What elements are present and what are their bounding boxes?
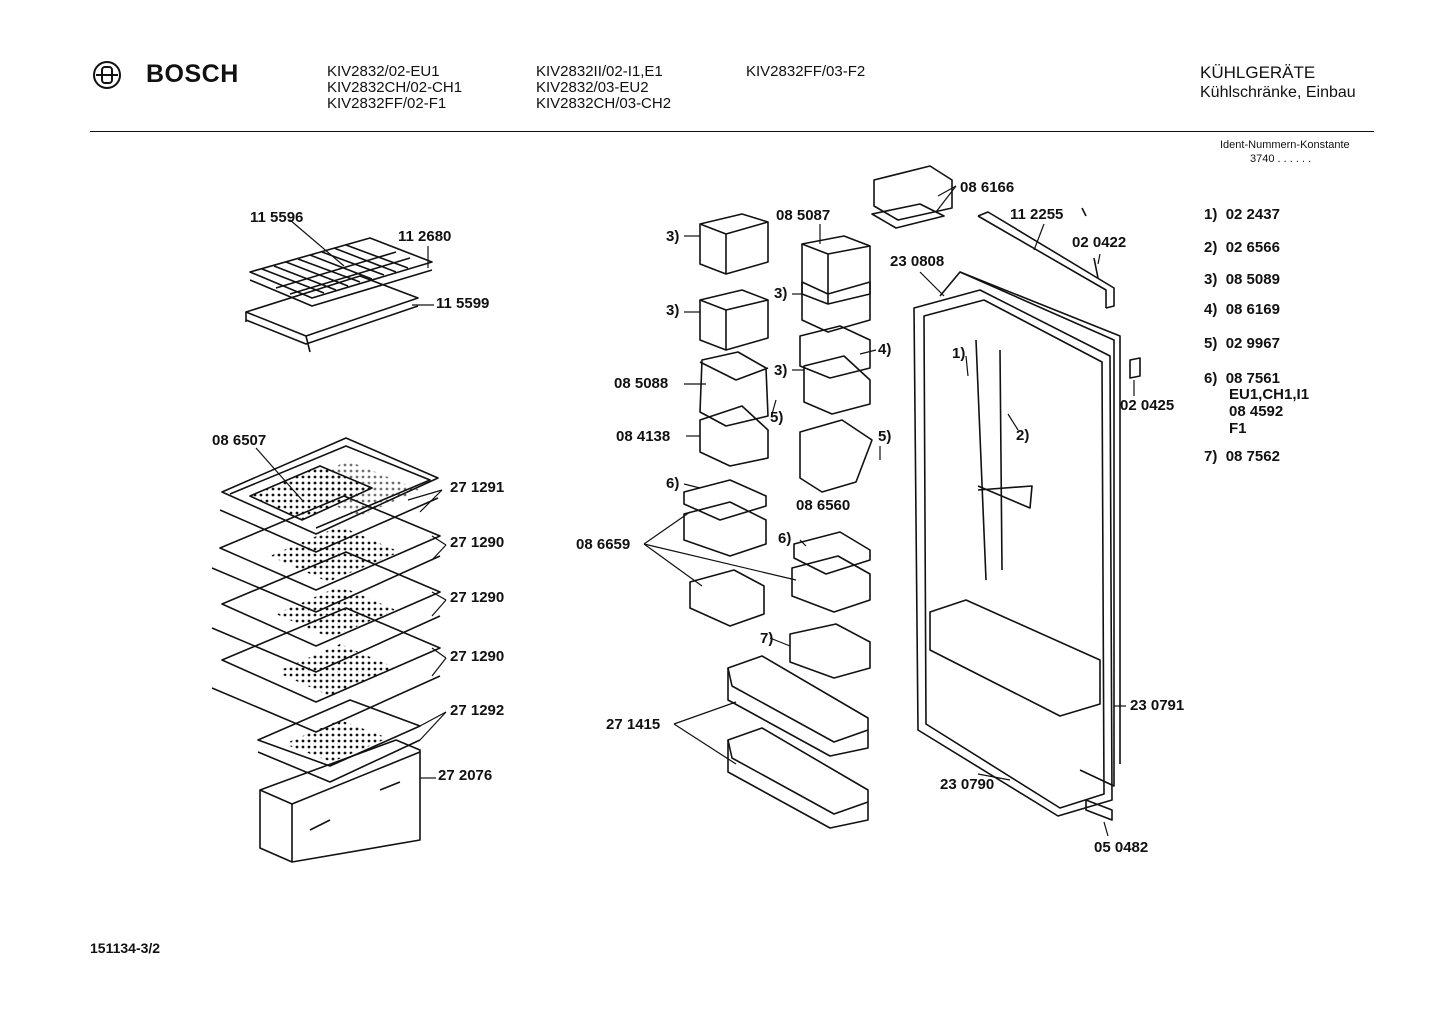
- legend-key: 2): [1204, 239, 1218, 256]
- legend-item: 7) 08 7562: [1204, 448, 1280, 465]
- part-number-label: 11 2680: [398, 228, 452, 245]
- legend-item: 4) 08 6169: [1204, 301, 1280, 318]
- legend-item: 1) 02 2437: [1204, 206, 1280, 223]
- wire-shelf-icon: [246, 238, 432, 352]
- legend-value: 08 4592: [1229, 403, 1284, 420]
- door-liner-icon: [914, 208, 1140, 820]
- part-number-label: 27 1415: [606, 716, 661, 733]
- model-list-2: KIV2832II/02-I1,E1 KIV2832/03-EU2 KIV283…: [536, 64, 671, 112]
- legend-key: 5): [1204, 335, 1218, 352]
- model-code: KIV2832FF/02-F1: [327, 95, 447, 112]
- door-bin-icon: [684, 166, 952, 828]
- model-list-1: KIV2832/02-EU1 KIV2832CH/02-CH1 KIV2832F…: [327, 64, 462, 112]
- model-code: KIV2832FF/03-F2: [746, 63, 866, 80]
- category-subtitle: Kühlschränke, Einbau: [1200, 84, 1356, 101]
- part-number-label: 27 1291: [450, 479, 505, 496]
- model-code: KIV2832/03-EU2: [536, 79, 649, 96]
- part-number-label: 11 5599: [436, 295, 490, 312]
- legend-key: 1): [1204, 206, 1218, 223]
- legend-key: 3): [1204, 271, 1218, 288]
- ident-value: 3740 . . . . . .: [1250, 153, 1312, 165]
- reference-marker: 7): [760, 630, 774, 647]
- part-number-label: 27 1290: [450, 589, 505, 606]
- legend-value: 08 7562: [1225, 448, 1280, 465]
- part-number-label: 27 2076: [438, 767, 493, 784]
- legend-value: 08 6169: [1225, 301, 1280, 318]
- part-number-label: 23 0791: [1130, 697, 1185, 714]
- legend-value: 08 5089: [1225, 271, 1280, 288]
- document-id: 151134-3/2: [90, 940, 161, 956]
- header-rule: [90, 131, 1374, 132]
- part-number-label: 11 2255: [1010, 206, 1064, 223]
- legend-item: 2) 02 6566: [1204, 239, 1280, 256]
- part-number-label: 23 0808: [890, 253, 945, 270]
- model-code: KIV2832CH/03-CH2: [536, 95, 672, 112]
- category-title: KÜHLGERÄTE: [1200, 63, 1316, 82]
- model-code: KIV2832II/02-I1,E1: [536, 63, 663, 80]
- legend-item: 6) 08 7561: [1204, 370, 1280, 387]
- reference-marker: 5): [770, 409, 784, 426]
- legend-value: EU1,CH1,I1: [1229, 386, 1310, 403]
- legend-item: 3) 08 5089: [1204, 271, 1280, 288]
- part-number-label: 02 0422: [1072, 234, 1127, 251]
- legend-key: 7): [1204, 448, 1218, 465]
- legend-item: 5) 02 9967: [1204, 335, 1280, 352]
- glass-shelf-stack-icon: [212, 438, 440, 862]
- reference-marker: 6): [666, 475, 680, 492]
- part-number-label: 05 0482: [1094, 839, 1149, 856]
- legend-value: 02 9967: [1225, 335, 1280, 352]
- reference-marker: 1): [952, 345, 966, 362]
- part-number-label: 08 6560: [796, 497, 851, 514]
- reference-marker: 3): [666, 228, 680, 245]
- model-list-3: KIV2832FF/03-F2: [746, 64, 865, 80]
- reference-marker: 4): [878, 341, 892, 358]
- bosch-logo-icon: [92, 60, 122, 90]
- part-number-label: 27 1290: [450, 534, 505, 551]
- part-number-label: 27 1290: [450, 648, 505, 665]
- part-number-label: 08 5088: [614, 375, 669, 392]
- legend-value: F1: [1229, 420, 1247, 437]
- legend-value: 02 2437: [1225, 206, 1280, 223]
- brand-name: BOSCH: [146, 60, 239, 88]
- ident-label: Ident-Nummern-Konstante: [1220, 139, 1350, 151]
- reference-marker: 3): [774, 362, 788, 379]
- leader-lines: [256, 186, 1134, 836]
- model-code: KIV2832/02-EU1: [327, 63, 440, 80]
- reference-marker: 3): [666, 302, 680, 319]
- part-number-label: 02 0425: [1120, 397, 1175, 414]
- reference-marker: 6): [778, 530, 792, 547]
- part-number-label: 23 0790: [940, 776, 995, 793]
- reference-marker: 2): [1016, 427, 1030, 444]
- part-number-label: 08 5087: [776, 207, 831, 224]
- part-number-label: 27 1292: [450, 702, 505, 719]
- legend-value: 02 6566: [1225, 239, 1280, 256]
- part-number-label: 08 6507: [212, 432, 267, 449]
- part-number-label: 08 4138: [616, 428, 671, 445]
- reference-marker: 3): [774, 285, 788, 302]
- part-number-label: 11 5596: [250, 209, 304, 226]
- part-number-label: 08 6166: [960, 179, 1015, 196]
- reference-marker: 5): [878, 428, 892, 445]
- legend-key: 4): [1204, 301, 1218, 318]
- legend-value: 08 7561: [1225, 370, 1280, 387]
- legend-key: 6): [1204, 370, 1218, 387]
- model-code: KIV2832CH/02-CH1: [327, 79, 463, 96]
- part-number-label: 08 6659: [576, 536, 631, 553]
